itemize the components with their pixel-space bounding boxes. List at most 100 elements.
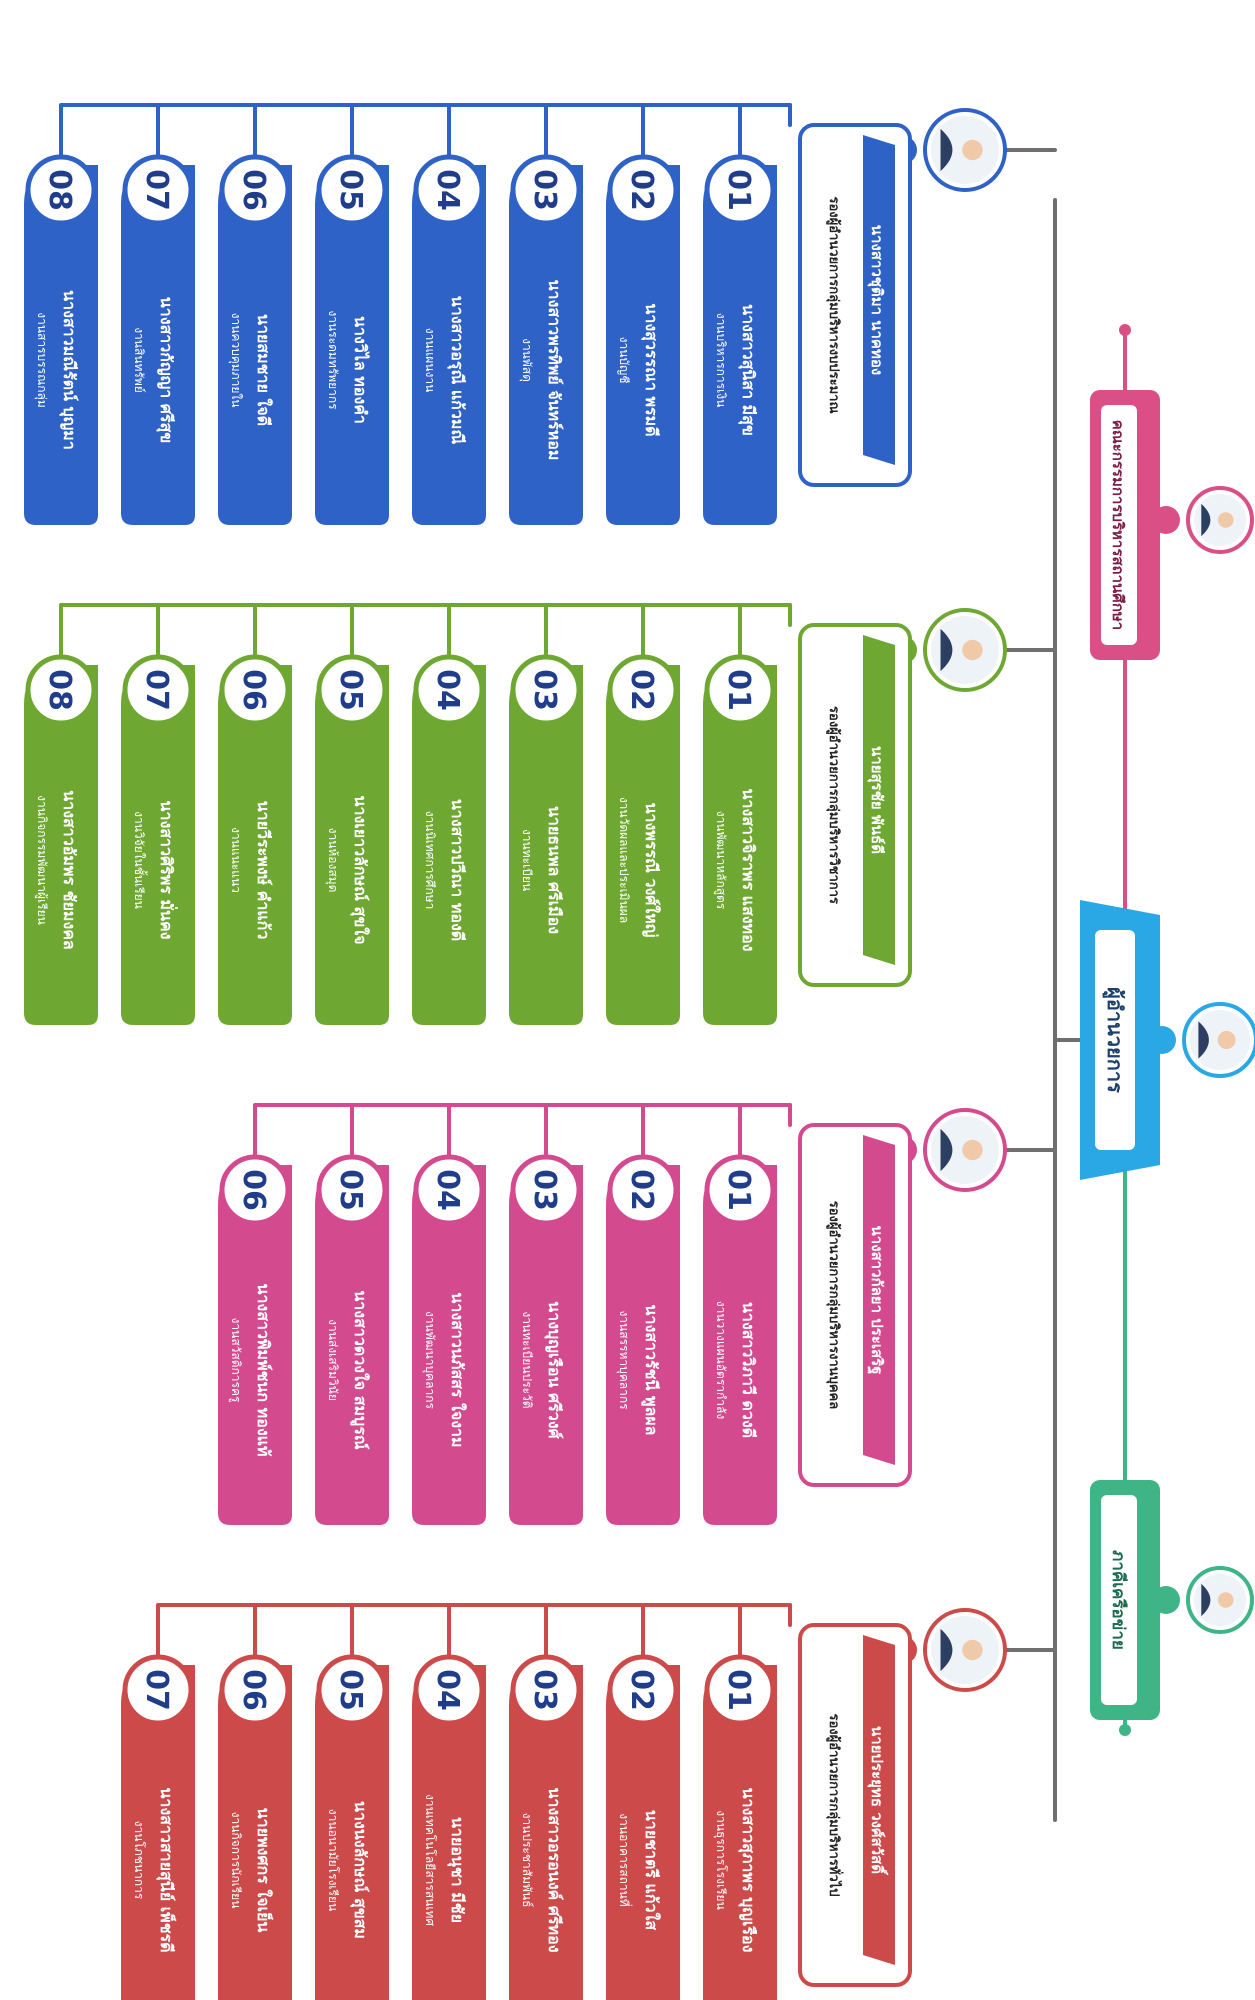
group-academic-head-avatar-head: [962, 639, 983, 661]
group-general-member-07-role: งานโภชนาการ: [132, 1821, 146, 1900]
group-budget-member-02-name: นางสุวรรณา พรมดี: [641, 303, 661, 436]
group-academic-member-05-name: นางเยาวลักษณ์ สุขใจ: [350, 796, 370, 945]
group-general-head-avatar-body: [940, 1628, 953, 1672]
group-budget-member-06-number: 06: [236, 169, 271, 211]
group-personnel-head-banner: [863, 1135, 895, 1465]
group-academic-member-06-badge: [219, 654, 291, 726]
group-personnel-member-01-number: 01: [721, 1169, 756, 1211]
group-personnel-head-avatar-head: [962, 1139, 983, 1161]
director-avatar: [1148, 1002, 1255, 1078]
group-general-member-06-role: งานกิจการนักเรียน: [229, 1812, 243, 1909]
group-budget-head-avatar-ring: [923, 108, 1007, 192]
group-budget-head-name: นางสาวชุติมา นาคทอง: [867, 225, 886, 375]
group-personnel-member-06-number: 06: [236, 1169, 271, 1211]
group-academic-member-04-name: นางสาวปวีณา ทองดี: [448, 799, 467, 941]
group-academic-member-08-name: นางสาวอัมพร ชัยมงคล: [60, 790, 79, 949]
group-budget-member-01-number: 01: [721, 169, 756, 211]
group-academic-member-02-role: งานวัดผลและประเมินผล: [617, 797, 631, 923]
group-budget-member-07-number: 07: [139, 169, 174, 211]
group-personnel-member-06-role: งานสวัสดิการครู: [228, 1318, 243, 1403]
group-budget-member-07-badge: [122, 154, 194, 226]
group-general-member-05-name: นางนงลักษณ์ สุขสม: [350, 1801, 370, 1939]
group-budget-head-avatar-body: [940, 128, 953, 172]
group-budget-member-03-number: 03: [527, 169, 562, 211]
group-general-member-02-badge: [607, 1654, 679, 1726]
group-academic-member-04-role: งานนิเทศการศึกษา: [423, 811, 437, 910]
group-personnel-member-02-number: 02: [624, 1169, 659, 1211]
group-budget-member-08-badge: [25, 154, 97, 226]
network-connector-dot: [1119, 1724, 1131, 1736]
group-budget-member-04-badge: [413, 154, 485, 226]
group-academic-member-01-number: 01: [721, 669, 756, 711]
group-academic-member-05-role: งานห้องสมุด: [325, 828, 340, 893]
network-label-bg: [1101, 1495, 1137, 1705]
network-avatar-body: [1201, 1583, 1211, 1617]
group-budget-member-08-name: นางสาวมณีรัตน์ บุญมา: [59, 290, 79, 450]
group-academic-member-06-card: [218, 665, 292, 1025]
group-academic-member-03-number: 03: [527, 669, 562, 711]
network-avatar: [1152, 1566, 1254, 1634]
group-budget-member-03-role: งานพัสดุ: [519, 338, 534, 382]
group-personnel-member-03-name: นางบุญเรือน ศรีวงศ์: [544, 1301, 564, 1439]
group-general-member-01-role: งานธุรการโรงเรียน: [713, 1810, 728, 1910]
group-general-head-avatar-ring: [923, 1608, 1007, 1692]
group-general-member-02-role: งานอาคารสถานที่: [617, 1813, 633, 1906]
director-avatar-head: [1217, 1031, 1236, 1049]
group-budget-head-title: รองผู้อำนวยการกลุ่มบริหารงบประมาณ: [826, 196, 842, 413]
group-academic-member-04-card: [412, 665, 486, 1025]
group-academic-head-name: นายสุรชัย พันธ์ดี: [867, 746, 886, 854]
group-budget-member-01-name: นางสาวสุนิสา มีสุข: [738, 304, 758, 436]
group-academic-head-avatar-body: [940, 628, 953, 672]
group-budget-member-07-card: [121, 165, 195, 525]
group-general-member-07-name: นางสาวสายสุนีย์ เพ็ชรดี: [156, 1787, 178, 1952]
group-academic-member-03-name: นายธนพล ศรีเมือง: [545, 806, 564, 934]
director-avatar-body: [1198, 1021, 1209, 1059]
group-budget-member-02-card: [606, 165, 680, 525]
group-budget-head-avatar-head: [962, 139, 983, 161]
group-general-member-04-badge: [413, 1654, 485, 1726]
group-personnel-member-05-number: 05: [333, 1169, 368, 1211]
group-general-head-avatar-head: [962, 1639, 983, 1661]
group-academic-head-avatar: [889, 608, 1007, 692]
network-avatar-head: [1217, 1592, 1234, 1608]
network-title: ภาคีเครือข่าย: [1108, 1550, 1129, 1650]
group-personnel-member-05-card: [315, 1165, 389, 1525]
group-general-member-07: 07 นางสาวสายสุนีย์ เพ็ชรดี งานโภชนาการ: [121, 1605, 195, 2000]
group-general-member-01-number: 01: [721, 1669, 756, 1711]
group-general-member-05-card: [315, 1665, 389, 2000]
group-general-member-04-number: 04: [430, 1669, 465, 1711]
group-personnel-member-05-name: นางสาวดวงใจ สมบูรณ์: [349, 1290, 370, 1449]
group-budget-member-05-name: นางวิไล ทองคำ: [351, 316, 370, 424]
group-general-member-03-number: 03: [527, 1669, 562, 1711]
group-budget-head-banner: [863, 135, 895, 465]
committee-avatar-ring: [1186, 486, 1254, 554]
group-personnel-member-05-badge: [316, 1154, 388, 1226]
group-general-member-07-card: [121, 1665, 195, 2000]
group-personnel-member-01-badge: [704, 1154, 776, 1226]
group-personnel-member-02-name: นางสาวรัชนี พูลผล: [640, 1305, 661, 1436]
group-personnel-member-04-card: [412, 1165, 486, 1525]
group-general-member-04-card: [412, 1665, 486, 2000]
group-personnel-member-06-badge: [219, 1154, 291, 1226]
group-personnel-member-02-badge: [607, 1154, 679, 1226]
group-budget-member-04-role: งานแผนงาน: [423, 328, 437, 393]
group-academic-member-06-name: นายวีระพงษ์ คำแก้ว: [254, 801, 273, 940]
group-general-member-07-number: 07: [139, 1669, 174, 1711]
group-budget-member-02-badge: [607, 154, 679, 226]
